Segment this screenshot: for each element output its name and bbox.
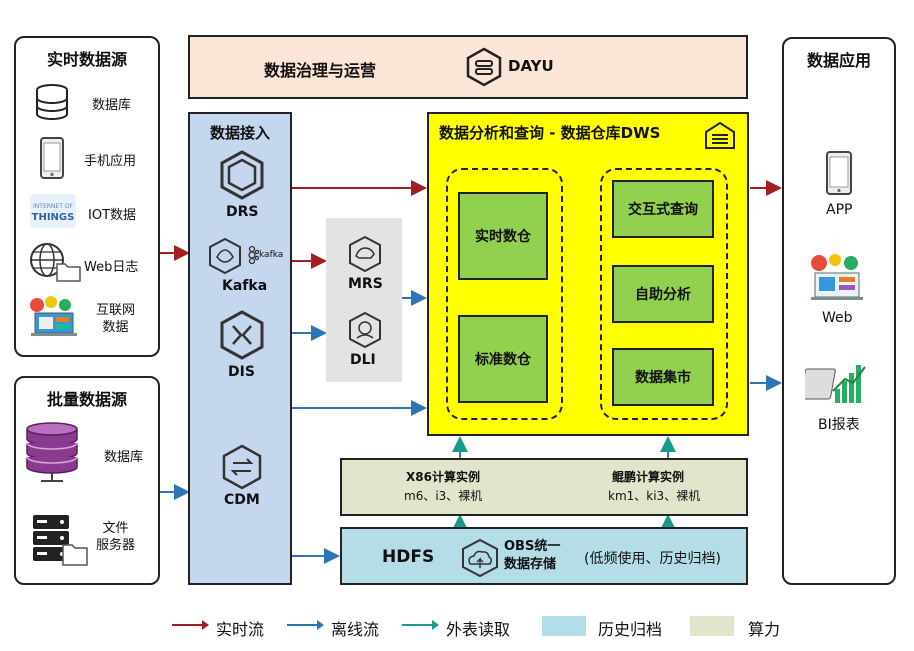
web-dashboard-icon: [806, 252, 868, 304]
dayu-brand: DAYU: [508, 57, 554, 75]
cdm-label: CDM: [224, 492, 260, 508]
ingestion-panel: 数据接入: [188, 112, 292, 585]
database-stack-icon: [22, 420, 82, 484]
kafka-logo-icon: [244, 244, 260, 266]
database-icon: [32, 82, 72, 122]
batch-fileserver-label: 文件 服务器: [96, 521, 136, 553]
realtime-iot-label: IOT数据: [88, 208, 137, 223]
kunpeng-sub: km1、ki3、裸机: [608, 489, 701, 503]
drs-label: DRS: [226, 204, 259, 220]
standard-dw-box: 标准数仓: [458, 315, 548, 403]
obs-cloud-icon: [458, 537, 502, 579]
realtime-dw-box: 实时数仓: [458, 192, 548, 280]
web-label: Web: [822, 310, 853, 326]
obs-label: OBS统一 数据存储: [504, 539, 561, 572]
warehouse-icon: [703, 119, 737, 151]
interactive-query-box: 交互式查询: [612, 180, 714, 238]
compute-services-panel: [326, 218, 402, 382]
data-mart-box: 数据集市: [612, 348, 714, 406]
drs-icon: [218, 150, 266, 200]
hdfs-label: HDFS: [382, 547, 435, 567]
iot-things-icon: INTERNET OF THINGS: [28, 192, 78, 230]
globe-folder-icon: [28, 240, 82, 282]
dis-label: DIS: [228, 364, 255, 380]
storage-panel: HDFS OBS统一 数据存储 (低频使用、历史归档): [340, 527, 748, 585]
file-server-icon: [28, 512, 90, 568]
legend-realtime-arrow: [172, 620, 209, 630]
svg-text:INTERNET OF: INTERNET OF: [33, 203, 73, 210]
cdm-icon: [220, 444, 264, 490]
realtime-sources-title: 实时数据源: [46, 50, 127, 69]
legend-compute-swatch: [690, 616, 734, 636]
legend-realtime-label: 实时流: [216, 620, 265, 639]
svg-text:THINGS: THINGS: [32, 212, 75, 223]
legend-archive-label: 历史归档: [598, 620, 663, 639]
legend-archive-swatch: [542, 616, 586, 636]
dli-icon: [346, 310, 384, 350]
dws-left-group: [446, 168, 563, 420]
bi-label: BI报表: [818, 417, 860, 433]
self-service-analysis-box: 自助分析: [612, 265, 714, 323]
ingestion-title: 数据接入: [209, 124, 270, 142]
legend-offline-label: 离线流: [331, 620, 380, 639]
x86-sub: m6、i3、裸机: [404, 489, 483, 503]
dws-right-group: [600, 168, 728, 420]
realtime-mobile-label: 手机应用: [84, 154, 137, 169]
legend-external-arrow: [402, 620, 439, 630]
app-label: APP: [826, 202, 853, 218]
realtime-internet-label: 互联网 数据: [96, 303, 136, 335]
realtime-database-label: 数据库: [92, 98, 132, 113]
batch-sources-title: 批量数据源: [46, 390, 127, 409]
apps-panel: 数据应用: [782, 37, 896, 585]
kunpeng-title: 鲲鹏计算实例: [612, 470, 685, 484]
dayu-hexagon-icon: [464, 47, 504, 87]
bi-report-icon: [804, 360, 868, 406]
kafka-hexagon-icon: [206, 236, 244, 276]
realtime-weblog-label: Web日志: [84, 260, 139, 275]
dis-icon: [218, 310, 266, 360]
governance-title: 数据治理与运营: [264, 61, 377, 80]
internet-data-icon: [26, 294, 82, 340]
legend-external-label: 外表读取: [446, 620, 511, 639]
kafka-label: Kafka: [222, 278, 268, 294]
mrs-label: MRS: [348, 276, 383, 292]
dws-title: 数据分析和查询 - 数据仓库DWS: [439, 124, 661, 142]
governance-bar: 数据治理与运营 DAYU: [188, 35, 748, 99]
dli-label: DLI: [350, 352, 376, 368]
mobile-phone-icon: [34, 136, 70, 180]
batch-database-label: 数据库: [104, 450, 144, 465]
mobile-app-icon: [824, 150, 854, 196]
storage-note: (低频使用、历史归档): [584, 551, 721, 567]
compute-panel: X86计算实例 m6、i3、裸机 鲲鹏计算实例 km1、ki3、裸机: [340, 458, 748, 516]
legend-compute-label: 算力: [748, 620, 781, 639]
apps-title: 数据应用: [806, 51, 871, 70]
legend-offline-arrow: [287, 620, 324, 630]
x86-title: X86计算实例: [406, 470, 480, 484]
mrs-icon: [346, 234, 384, 274]
kafka-logo-text: kafka: [259, 250, 284, 260]
